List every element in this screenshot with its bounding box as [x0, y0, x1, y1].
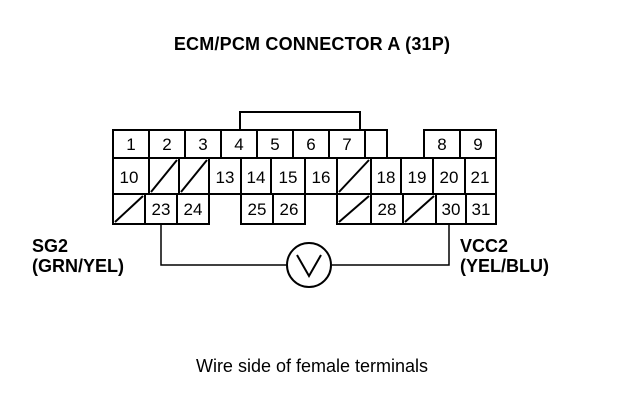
terminal-number: 5: [270, 135, 279, 154]
terminal-cell: [370, 193, 404, 225]
terminal-cell-empty: [364, 129, 388, 159]
terminal-number: 24: [184, 200, 203, 219]
terminal-number: 31: [472, 200, 491, 219]
sg2-label: SG2 (GRN/YEL): [32, 236, 124, 276]
terminal-number: 16: [312, 168, 331, 187]
terminal-number: 4: [234, 135, 243, 154]
terminal-number: 9: [473, 135, 482, 154]
terminal-number: 7: [342, 135, 351, 154]
terminal-cell: [240, 157, 272, 195]
vcc2-signal: VCC2: [460, 236, 509, 256]
terminal-number: 10: [120, 168, 139, 187]
terminal-cell: [400, 157, 434, 195]
terminal-cell: [292, 129, 330, 159]
terminal-cell: [112, 157, 150, 195]
connector-lock-tab: [239, 111, 361, 131]
terminal-number: 13: [216, 168, 235, 187]
empty-cavity-marks: [114, 159, 435, 223]
terminal-number: 14: [247, 168, 266, 187]
terminal-number: 3: [198, 135, 207, 154]
terminal-number: 23: [152, 200, 171, 219]
row-2: [112, 157, 497, 195]
terminal-number: 19: [408, 168, 427, 187]
sg2-probe-wire: [160, 224, 286, 266]
terminal-number: 2: [162, 135, 171, 154]
terminal-number: 21: [471, 168, 490, 187]
terminal-number: 26: [280, 200, 299, 219]
row-1: [112, 129, 497, 159]
terminal-cell: [272, 193, 306, 225]
vcc2-label: VCC2 (YEL/BLU): [460, 236, 549, 276]
voltmeter-icon: [286, 242, 332, 288]
terminal-number: 1: [126, 135, 135, 154]
connector-title: ECM/PCM CONNECTOR A (31P): [173, 34, 451, 54]
terminal-cell: [459, 129, 497, 159]
terminal-number: 15: [279, 168, 298, 187]
terminal-number: 8: [437, 135, 446, 154]
terminal-number: 28: [378, 200, 397, 219]
terminal-number: 25: [248, 200, 267, 219]
terminal-number: 6: [306, 135, 315, 154]
terminal-cell: [176, 193, 210, 225]
vcc2-probe-wire: [332, 224, 450, 266]
sg2-signal: SG2: [32, 236, 69, 256]
terminal-cell: [465, 193, 497, 225]
terminal-number: 30: [442, 200, 461, 219]
vcc2-wire-color: (YEL/BLU): [460, 256, 549, 276]
sg2-wire-color: (GRN/YEL): [32, 256, 124, 276]
terminal-cell: [328, 129, 366, 159]
terminal-number: 18: [377, 168, 396, 187]
terminal-number: 20: [440, 168, 459, 187]
diagram-caption: Wire side of female terminals: [195, 356, 429, 376]
